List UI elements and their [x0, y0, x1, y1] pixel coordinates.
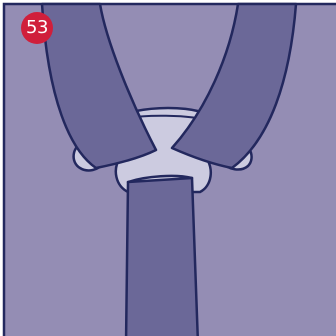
crotch-strap [126, 178, 198, 336]
step-number-badge: 53 [21, 12, 53, 44]
step-number: 53 [26, 19, 48, 37]
